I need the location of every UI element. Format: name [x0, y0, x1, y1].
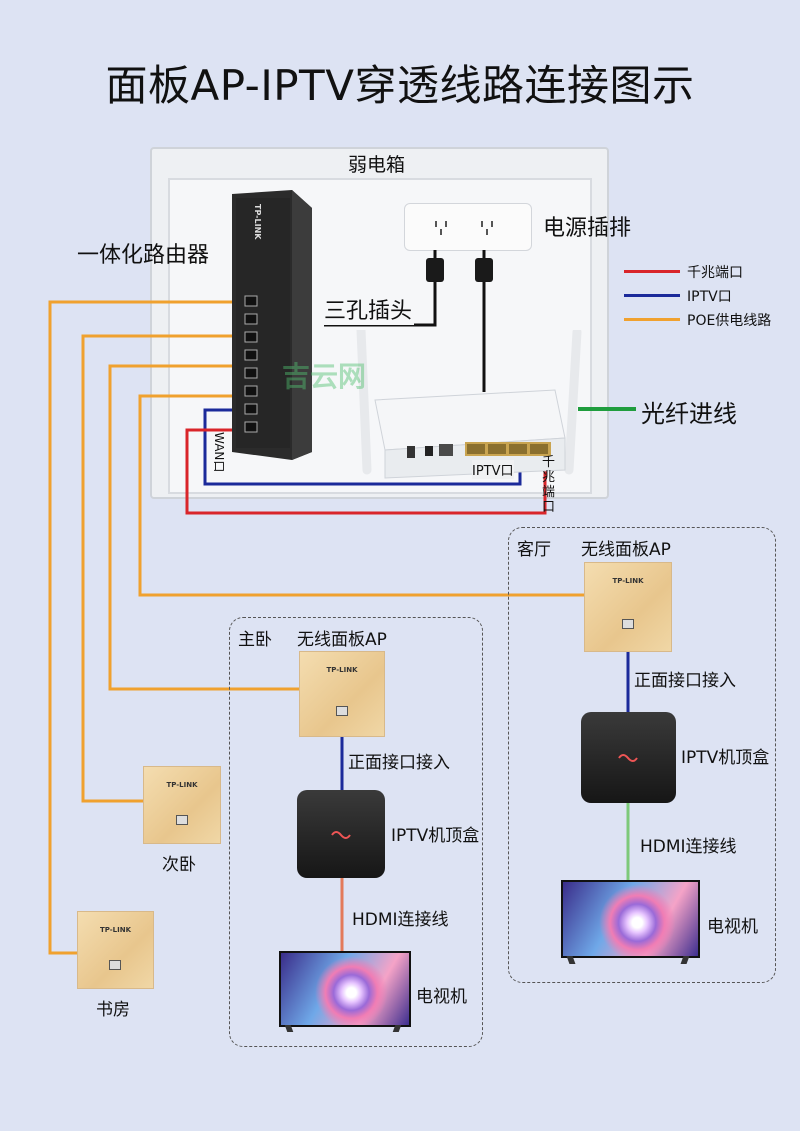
socket-icon	[477, 218, 497, 236]
panel-brand: TP-LINK	[326, 666, 358, 674]
master-tv	[279, 951, 411, 1027]
fiber-label: 光纤进线	[641, 400, 737, 428]
living-set-top-box	[581, 712, 676, 803]
ethernet-jack-icon	[109, 960, 121, 970]
legend-line-poe	[624, 318, 680, 321]
gigabit-line	[185, 428, 547, 515]
living-tv-label: 电视机	[707, 917, 758, 937]
living-room-group	[508, 527, 776, 983]
weak-box-label: 弱电箱	[348, 154, 406, 176]
study-panel-ap: TP-LINK	[77, 911, 154, 989]
poe-line-second-bedroom	[81, 334, 250, 803]
second-bedroom-panel-ap: TP-LINK	[143, 766, 221, 844]
master-set-top-box	[297, 790, 385, 878]
poe-line-study	[48, 300, 250, 955]
living-front-port-label: 正面接口接入	[634, 671, 736, 691]
router-label: 一体化路由器	[77, 243, 210, 268]
living-stb-label: IPTV机顶盒	[681, 748, 770, 768]
plug-label: 三孔插头	[322, 293, 415, 325]
study-label: 书房	[96, 1000, 130, 1020]
legend-label-gigabit: 千兆端口	[687, 265, 743, 281]
master-front-port-label: 正面接口接入	[348, 753, 450, 773]
watermark: 吉云网	[282, 360, 367, 393]
panel-brand: TP-LINK	[99, 926, 132, 934]
power-strip	[404, 203, 532, 251]
poe-line-living-room	[138, 394, 584, 597]
integrated-router: TP-LINK	[232, 190, 312, 460]
panel-brand: TP-LINK	[612, 577, 644, 585]
telecom-logo-icon	[330, 827, 352, 843]
switch-brand: TP-LINK	[253, 204, 262, 240]
panel-brand: TP-LINK	[166, 781, 198, 789]
power-strip-label: 电源插排	[543, 216, 632, 241]
master-hdmi-label: HDMI连接线	[352, 910, 449, 930]
living-panel-ap: TP-LINK	[584, 562, 672, 652]
poe-line-master-bedroom	[108, 364, 299, 691]
living-hdmi-label: HDMI连接线	[640, 837, 737, 857]
tv-screen	[281, 953, 409, 1025]
ethernet-jack-icon	[622, 619, 634, 629]
second-bedroom-label: 次卧	[162, 855, 196, 875]
ethernet-jack-icon	[336, 706, 348, 716]
legend-line-gigabit	[624, 270, 680, 273]
wan-port-label: WAN口	[212, 432, 226, 473]
legend-label-iptv: IPTV口	[687, 289, 732, 305]
gigabit-port-label: 千兆端口	[542, 455, 556, 515]
iptv-line	[203, 408, 522, 486]
switch-port-column[interactable]	[244, 294, 260, 434]
master-bedroom-label: 主卧	[238, 630, 272, 650]
plug-icon	[475, 258, 493, 282]
master-bedroom-group	[229, 617, 483, 1047]
optical-modem	[355, 325, 585, 490]
legend-label-poe: POE供电线路	[687, 313, 772, 329]
master-stb-label: IPTV机顶盒	[391, 826, 480, 846]
living-ap-label: 无线面板AP	[581, 540, 671, 560]
telecom-logo-icon	[617, 750, 639, 766]
legend-line-iptv	[624, 294, 680, 297]
living-room-label: 客厅	[517, 540, 551, 560]
legend: 千兆端口 IPTV口 POE供电线路	[624, 260, 794, 330]
master-tv-label: 电视机	[416, 987, 467, 1007]
ethernet-jack-icon	[176, 815, 188, 825]
master-panel-ap: TP-LINK	[299, 651, 385, 737]
socket-icon	[431, 218, 451, 236]
plug-icon	[426, 258, 444, 282]
iptv-port-label: IPTV口	[472, 460, 514, 479]
living-tv	[561, 880, 700, 958]
master-ap-label: 无线面板AP	[297, 630, 387, 650]
page-title: 面板AP-IPTV穿透线路连接图示	[105, 61, 695, 110]
tv-screen	[563, 882, 698, 956]
